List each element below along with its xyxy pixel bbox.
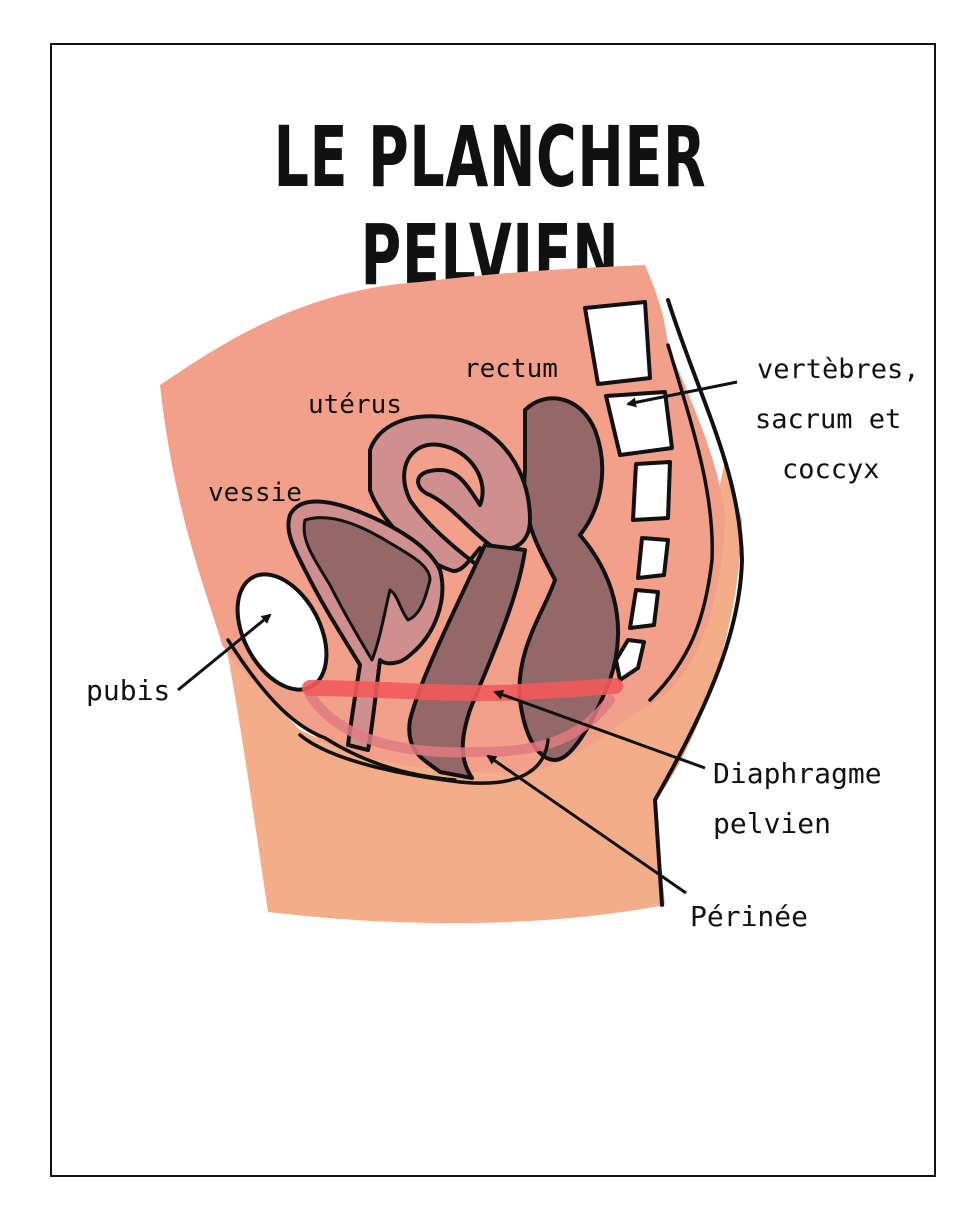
diaphragm-band (310, 686, 615, 693)
label-vertebres-line3: coccyx (782, 454, 880, 485)
vertebra-3 (633, 462, 670, 520)
label-uterus: utérus (308, 390, 402, 420)
vertebra-4 (638, 538, 668, 578)
label-rectum: rectum (464, 354, 558, 384)
vertebra-1 (585, 302, 650, 384)
label-perinee: Périnée (690, 900, 808, 933)
label-diaphragme-line1: Diaphragme (713, 757, 882, 790)
label-pubis: pubis (86, 674, 170, 707)
label-vessie: vessie (208, 478, 302, 508)
label-diaphragme-line2: pelvien (713, 807, 831, 840)
vertebra-5 (630, 590, 658, 628)
label-vertebres-line2: sacrum et (755, 404, 901, 435)
label-vertebres-line1: vertèbres, (757, 354, 920, 385)
